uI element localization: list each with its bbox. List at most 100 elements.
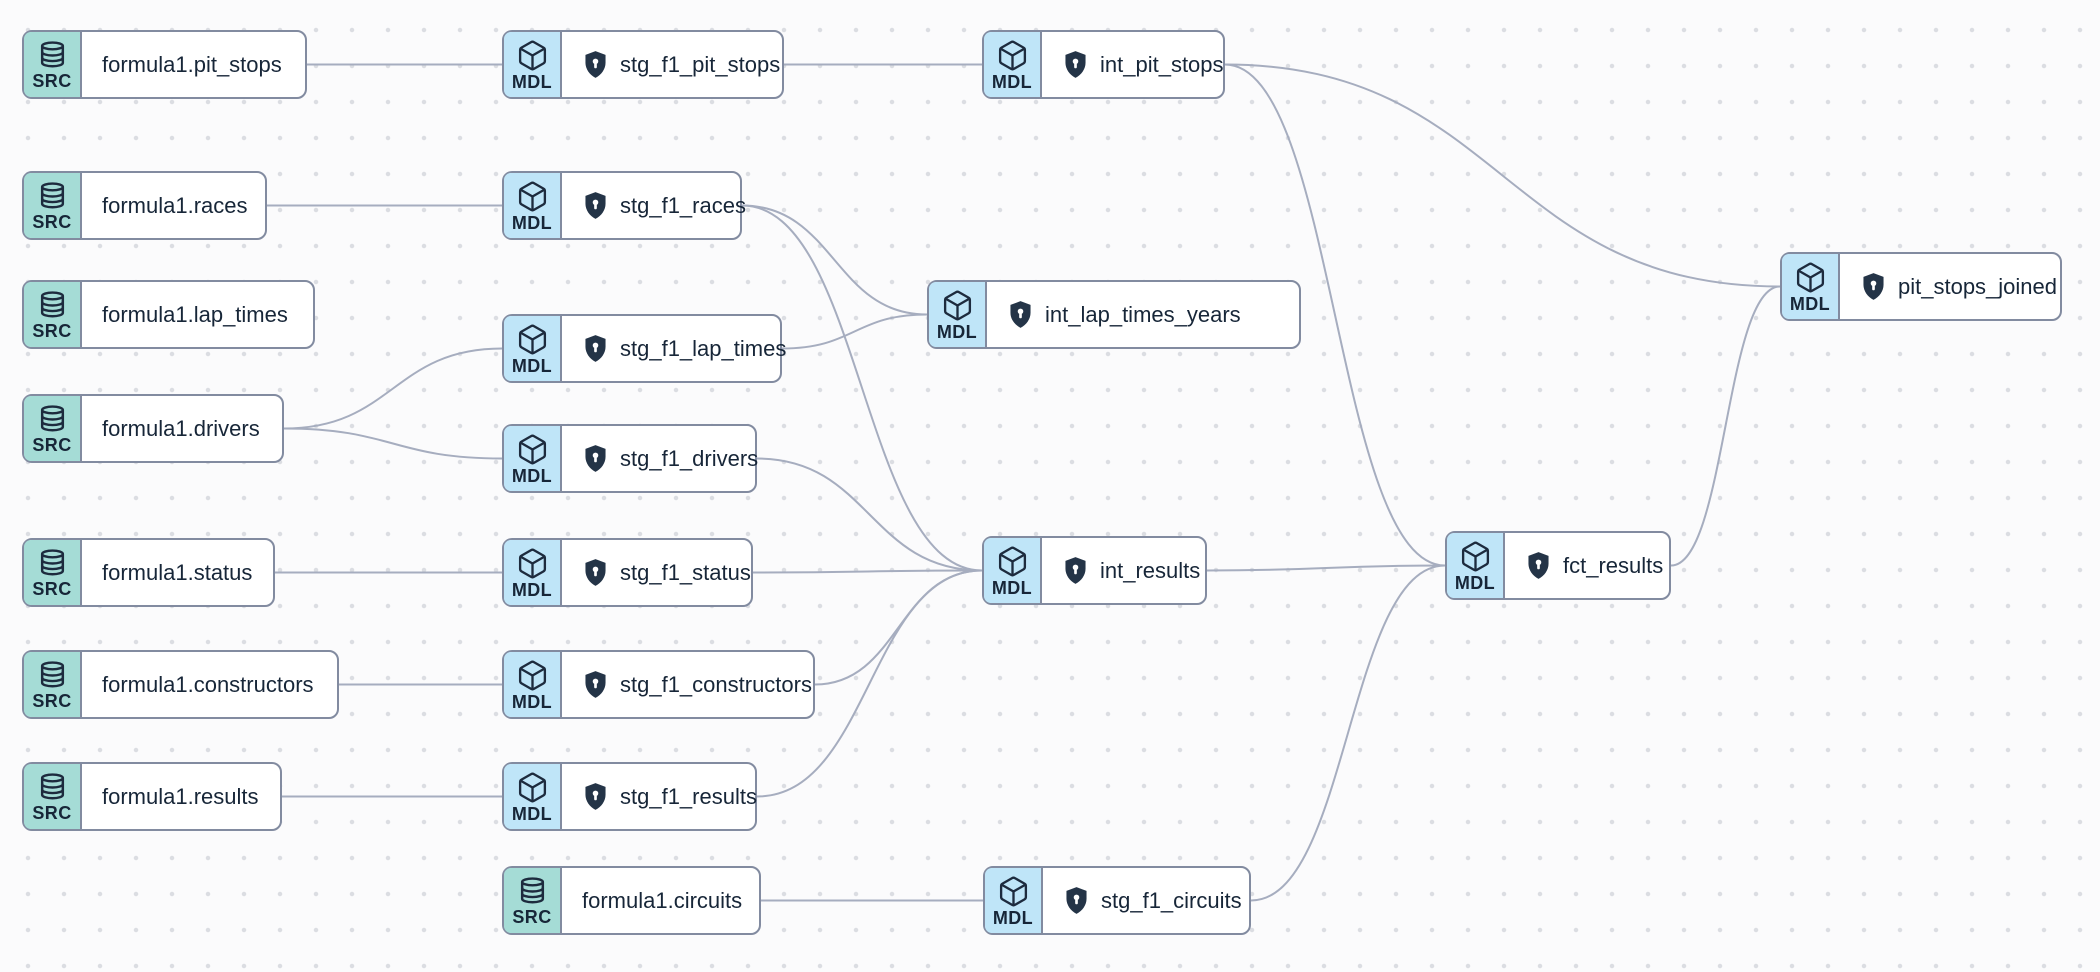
node-pit_stops_joined[interactable]: MDL pit_stops_joined: [1780, 252, 2062, 321]
shield-icon: [582, 191, 609, 220]
node-type-badge: SRC: [24, 764, 82, 829]
node-label: stg_f1_pit_stops: [620, 51, 781, 77]
node-type-badge: MDL: [984, 538, 1042, 603]
node-stg_f1_circuits[interactable]: MDL stg_f1_circuits: [983, 866, 1251, 935]
shield-icon: [582, 782, 609, 811]
node-type-badge: SRC: [24, 540, 82, 605]
cube-icon: [1459, 540, 1492, 573]
cube-icon: [516, 659, 549, 692]
cube-icon: [516, 771, 549, 804]
edge-formula1.drivers-to-stg_f1_lap_times: [283, 347, 503, 430]
node-label: stg_f1_lap_times: [620, 335, 787, 361]
node-formula1.circuits[interactable]: SRC formula1.circuits: [502, 866, 761, 935]
node-int_lap_times_years[interactable]: MDL int_lap_times_years: [927, 280, 1301, 349]
node-int_results[interactable]: MDL int_results: [982, 536, 1207, 605]
node-type-badge: MDL: [504, 32, 562, 97]
node-label: stg_f1_drivers: [620, 445, 759, 471]
node-label: int_pit_stops: [1100, 51, 1224, 77]
shield-icon: [582, 50, 609, 79]
node-label: formula1.lap_times: [102, 301, 288, 327]
shield-icon: [1525, 551, 1552, 580]
node-label: formula1.status: [102, 559, 253, 585]
node-label: stg_f1_constructors: [620, 671, 812, 697]
node-type-badge: MDL: [504, 652, 562, 717]
database-icon: [37, 660, 68, 691]
node-stg_f1_races[interactable]: MDL stg_f1_races: [502, 171, 746, 240]
cube-icon: [516, 39, 549, 72]
database-icon: [37, 772, 68, 803]
node-label: pit_stops_joined: [1898, 273, 2058, 299]
node-label: stg_f1_results: [620, 783, 757, 809]
node-type-badge: MDL: [504, 426, 562, 491]
node-formula1.races[interactable]: SRC formula1.races: [22, 171, 267, 240]
shield-icon: [1007, 300, 1034, 329]
edge-fct_results-to-pit_stops_joined: [1670, 285, 1781, 567]
node-type-badge: SRC: [24, 32, 82, 97]
shield-icon: [1062, 556, 1089, 585]
node-formula1.lap_times[interactable]: SRC formula1.lap_times: [22, 280, 315, 349]
cube-icon: [516, 433, 549, 466]
node-type-badge: MDL: [984, 32, 1042, 97]
edge-int_results-to-fct_results: [1206, 564, 1446, 572]
node-type-badge: MDL: [504, 540, 562, 605]
node-type-badge: SRC: [24, 173, 82, 238]
node-stg_f1_pit_stops[interactable]: MDL stg_f1_pit_stops: [502, 30, 784, 99]
cube-icon: [516, 323, 549, 356]
node-int_pit_stops[interactable]: MDL int_pit_stops: [982, 30, 1225, 99]
node-type-badge: MDL: [1782, 254, 1840, 319]
node-type-badge: MDL: [985, 868, 1043, 933]
node-label: int_results: [1100, 557, 1201, 583]
cube-icon: [516, 180, 549, 213]
node-formula1.pit_stops[interactable]: SRC formula1.pit_stops: [22, 30, 307, 99]
database-icon: [37, 548, 68, 579]
node-formula1.results[interactable]: SRC formula1.results: [22, 762, 282, 831]
cube-icon: [516, 547, 549, 580]
node-type-badge: MDL: [504, 316, 562, 381]
node-label: formula1.races: [102, 192, 248, 218]
node-type-badge: MDL: [1447, 533, 1505, 598]
cube-icon: [996, 39, 1029, 72]
edge-formula1.drivers-to-stg_f1_drivers: [283, 427, 503, 460]
node-type-badge: SRC: [24, 282, 82, 347]
node-formula1.constructors[interactable]: SRC formula1.constructors: [22, 650, 339, 719]
edge-stg_f1_races-to-int_results: [741, 204, 983, 572]
database-icon: [517, 876, 548, 907]
edge-stg_f1_results-to-int_results: [756, 569, 983, 798]
cube-icon: [941, 289, 974, 322]
node-label: formula1.circuits: [582, 887, 743, 913]
node-type-badge: MDL: [929, 282, 987, 347]
edge-stg_f1_circuits-to-fct_results: [1250, 564, 1446, 902]
node-formula1.drivers[interactable]: SRC formula1.drivers: [22, 394, 284, 463]
node-label: int_lap_times_years: [1045, 301, 1241, 327]
node-type-badge: SRC: [24, 396, 82, 461]
node-type-badge: MDL: [504, 764, 562, 829]
node-label: formula1.constructors: [102, 671, 314, 697]
node-type-badge: SRC: [24, 652, 82, 717]
database-icon: [37, 181, 68, 212]
shield-icon: [1063, 886, 1090, 915]
node-type-badge: MDL: [504, 173, 562, 238]
database-icon: [37, 404, 68, 435]
node-label: stg_f1_circuits: [1101, 887, 1242, 913]
node-stg_f1_results[interactable]: MDL stg_f1_results: [502, 762, 757, 831]
node-label: stg_f1_status: [620, 559, 751, 585]
cube-icon: [997, 875, 1030, 908]
node-stg_f1_status[interactable]: MDL stg_f1_status: [502, 538, 753, 607]
cube-icon: [1794, 261, 1827, 294]
database-icon: [37, 40, 68, 71]
edge-stg_f1_drivers-to-int_results: [756, 457, 983, 572]
edge-stg_f1_races-to-int_lap_times_years: [741, 204, 928, 316]
database-icon: [37, 290, 68, 321]
node-fct_results[interactable]: MDL fct_results: [1445, 531, 1671, 600]
node-stg_f1_lap_times[interactable]: MDL stg_f1_lap_times: [502, 314, 786, 383]
edge-stg_f1_lap_times-to-int_lap_times_years: [781, 313, 928, 350]
edge-int_pit_stops-to-pit_stops_joined: [1224, 63, 1781, 288]
node-formula1.status[interactable]: SRC formula1.status: [22, 538, 275, 607]
node-stg_f1_drivers[interactable]: MDL stg_f1_drivers: [502, 424, 759, 493]
node-stg_f1_constructors[interactable]: MDL stg_f1_constructors: [502, 650, 815, 719]
shield-icon: [582, 334, 609, 363]
node-label: formula1.pit_stops: [102, 51, 282, 77]
edge-int_pit_stops-to-fct_results: [1224, 63, 1446, 567]
shield-icon: [582, 670, 609, 699]
